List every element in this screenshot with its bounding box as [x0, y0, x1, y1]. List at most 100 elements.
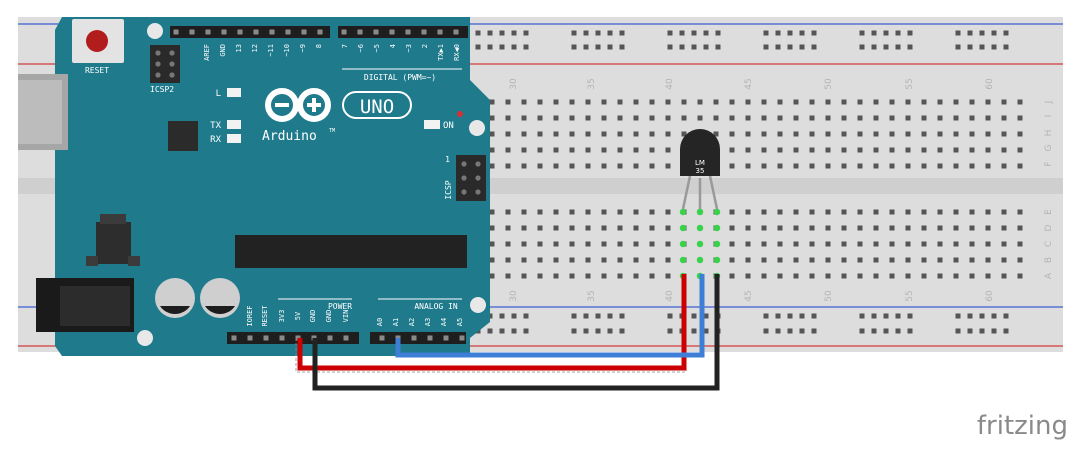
breadboard-hole[interactable] [633, 163, 639, 169]
breadboard-hole[interactable] [761, 115, 767, 121]
breadboard-hole[interactable] [505, 273, 511, 279]
breadboard-rail-hole[interactable] [583, 30, 589, 36]
breadboard-hole[interactable] [633, 257, 639, 263]
breadboard-rail-hole[interactable] [859, 44, 865, 50]
breadboard-rail-hole[interactable] [991, 328, 997, 334]
breadboard-hole[interactable] [953, 241, 959, 247]
breadboard-hole[interactable] [745, 115, 751, 121]
breadboard-hole[interactable] [489, 131, 495, 137]
breadboard-rail-hole[interactable] [475, 44, 481, 50]
breadboard-hole[interactable] [793, 99, 799, 105]
breadboard-rail-hole[interactable] [991, 44, 997, 50]
breadboard-hole[interactable] [905, 131, 911, 137]
breadboard-hole[interactable] [633, 115, 639, 121]
breadboard-hole[interactable] [953, 147, 959, 153]
breadboard-hole[interactable] [633, 225, 639, 231]
breadboard-hole[interactable] [969, 241, 975, 247]
breadboard-hole[interactable] [1017, 147, 1023, 153]
breadboard-hole[interactable] [793, 241, 799, 247]
breadboard-rail-hole[interactable] [511, 328, 517, 334]
breadboard-rail-hole[interactable] [967, 328, 973, 334]
breadboard-rail-hole[interactable] [703, 30, 709, 36]
breadboard-hole[interactable] [713, 131, 719, 137]
breadboard-hole[interactable] [553, 147, 559, 153]
breadboard-hole[interactable] [873, 225, 879, 231]
breadboard-rail-hole[interactable] [1003, 30, 1009, 36]
breadboard-hole[interactable] [969, 131, 975, 137]
breadboard-hole[interactable] [665, 241, 671, 247]
breadboard-rail-hole[interactable] [583, 328, 589, 334]
breadboard-hole[interactable] [761, 225, 767, 231]
breadboard-rail-hole[interactable] [991, 313, 997, 319]
breadboard-rail-hole[interactable] [763, 30, 769, 36]
breadboard-hole[interactable] [873, 257, 879, 263]
breadboard-rail-hole[interactable] [475, 30, 481, 36]
breadboard-hole[interactable] [809, 147, 815, 153]
breadboard-hole[interactable] [793, 257, 799, 263]
bottom-pin-socket[interactable] [231, 335, 237, 341]
breadboard-rail-hole[interactable] [811, 313, 817, 319]
breadboard-hole[interactable] [825, 147, 831, 153]
breadboard-hole[interactable] [937, 147, 943, 153]
breadboard-hole[interactable] [777, 131, 783, 137]
breadboard-hole[interactable] [505, 147, 511, 153]
breadboard-hole[interactable] [793, 147, 799, 153]
breadboard-rail-hole[interactable] [799, 44, 805, 50]
breadboard-rail-hole[interactable] [703, 328, 709, 334]
breadboard-hole[interactable] [921, 241, 927, 247]
breadboard-hole[interactable] [857, 163, 863, 169]
breadboard-hole[interactable] [537, 273, 543, 279]
breadboard-hole[interactable] [969, 225, 975, 231]
breadboard-hole[interactable] [505, 115, 511, 121]
breadboard-hole[interactable] [489, 225, 495, 231]
breadboard-hole[interactable] [585, 225, 591, 231]
digital-pin-socket[interactable] [437, 29, 443, 35]
breadboard-hole[interactable] [809, 115, 815, 121]
breadboard-hole[interactable] [521, 225, 527, 231]
breadboard-hole[interactable] [617, 131, 623, 137]
breadboard-rail-hole[interactable] [667, 328, 673, 334]
breadboard-hole[interactable] [729, 225, 735, 231]
breadboard-hole[interactable] [953, 115, 959, 121]
breadboard-rail-hole[interactable] [775, 328, 781, 334]
breadboard-hole[interactable] [681, 99, 687, 105]
breadboard-hole[interactable] [905, 257, 911, 263]
breadboard-hole[interactable] [617, 273, 623, 279]
breadboard-hole[interactable] [825, 209, 831, 215]
breadboard-hole[interactable] [761, 147, 767, 153]
breadboard-hole[interactable] [569, 131, 575, 137]
breadboard-rail-hole[interactable] [859, 328, 865, 334]
breadboard-hole[interactable] [889, 147, 895, 153]
breadboard-rail-hole[interactable] [787, 30, 793, 36]
breadboard-hole[interactable] [729, 131, 735, 137]
breadboard-hole[interactable] [1001, 209, 1007, 215]
breadboard-hole[interactable] [521, 209, 527, 215]
breadboard-hole[interactable] [537, 147, 543, 153]
breadboard-hole[interactable] [489, 241, 495, 247]
digital-pin-socket[interactable] [453, 29, 459, 35]
breadboard-rail-hole[interactable] [871, 313, 877, 319]
breadboard-rail-hole[interactable] [955, 30, 961, 36]
breadboard-hole[interactable] [857, 273, 863, 279]
breadboard-hole[interactable] [937, 257, 943, 263]
digital-pin-socket[interactable] [269, 29, 275, 35]
breadboard-hole[interactable] [889, 225, 895, 231]
breadboard-hole[interactable] [745, 163, 751, 169]
breadboard-hole[interactable] [857, 147, 863, 153]
breadboard-rail-hole[interactable] [619, 44, 625, 50]
breadboard-hole[interactable] [1001, 225, 1007, 231]
digital-pin-socket[interactable] [221, 29, 227, 35]
breadboard-rail-hole[interactable] [607, 30, 613, 36]
breadboard-hole[interactable] [649, 115, 655, 121]
breadboard-hole[interactable] [601, 241, 607, 247]
breadboard-hole[interactable] [825, 225, 831, 231]
breadboard-hole[interactable] [825, 241, 831, 247]
breadboard-hole-active[interactable] [696, 240, 704, 248]
breadboard-hole-active[interactable] [713, 208, 721, 216]
breadboard-rail-hole[interactable] [871, 30, 877, 36]
breadboard-rail-hole[interactable] [523, 44, 529, 50]
breadboard-rail-hole[interactable] [619, 328, 625, 334]
breadboard-rail-hole[interactable] [487, 44, 493, 50]
breadboard-hole-active[interactable] [696, 256, 704, 264]
